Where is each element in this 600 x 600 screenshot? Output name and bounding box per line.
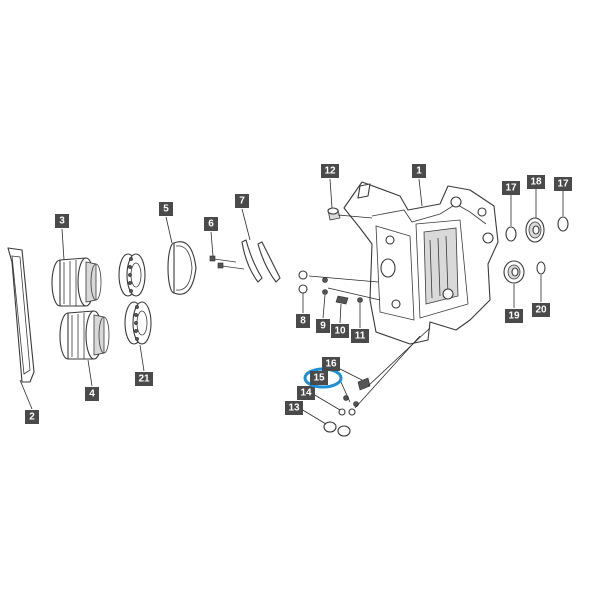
callout-label: 13 <box>288 403 300 414</box>
callout-11[interactable]: 11 <box>351 329 369 343</box>
cup-part-5 <box>167 241 197 295</box>
callout-label: 6 <box>208 219 214 230</box>
callout-label: 10 <box>334 326 346 337</box>
callout-label: 17 <box>557 179 569 190</box>
callout-label: 19 <box>508 311 520 322</box>
gasket-part-2 <box>7 247 35 383</box>
spring-part-10 <box>335 295 349 305</box>
callout-label: 20 <box>535 305 547 316</box>
plugs-part-13 <box>323 421 351 437</box>
leader-lines <box>19 178 564 425</box>
callout-label: 17 <box>505 183 517 194</box>
callout-6[interactable]: 6 <box>204 217 218 231</box>
callout-12[interactable]: 12 <box>321 164 339 178</box>
callout-17-right[interactable]: 17 <box>554 177 572 191</box>
callout-17-left[interactable]: 17 <box>502 181 520 195</box>
ring-part-20 <box>536 261 546 275</box>
callout-label: 1 <box>416 166 422 177</box>
needle-bearing-upper <box>118 253 146 297</box>
seal-part-19 <box>503 260 525 284</box>
washers-part-9 <box>322 277 328 295</box>
callout-5[interactable]: 5 <box>159 202 173 216</box>
ring-part-17-left <box>505 226 517 242</box>
callout-label: 12 <box>324 166 336 177</box>
callout-label: 16 <box>325 359 337 370</box>
callout-label: 14 <box>300 388 312 399</box>
callout-7[interactable]: 7 <box>235 194 249 208</box>
seal-part-18 <box>525 217 545 243</box>
callout-20[interactable]: 20 <box>532 303 550 317</box>
callout-4[interactable]: 4 <box>85 387 99 401</box>
needle-bearing-part-21 <box>124 301 152 345</box>
oring-part-15 <box>343 395 359 407</box>
callout-19[interactable]: 19 <box>505 309 523 323</box>
callout-2[interactable]: 2 <box>25 410 39 424</box>
callout-18[interactable]: 18 <box>527 175 545 189</box>
callout-label: 8 <box>300 316 306 327</box>
callout-13[interactable]: 13 <box>285 401 303 415</box>
washer-part-14 <box>338 408 356 416</box>
callout-label: 21 <box>138 374 150 385</box>
callout-1[interactable]: 1 <box>412 164 426 178</box>
callout-15-highlighted[interactable]: 15 <box>303 367 343 389</box>
spring-part-16 <box>357 377 371 391</box>
bolts-part-6 <box>209 255 245 270</box>
gearbox-housing-part-1 <box>343 181 499 345</box>
callout-21[interactable]: 21 <box>135 372 153 386</box>
callout-label: 18 <box>530 177 542 188</box>
plug-part-12 <box>327 207 341 221</box>
callout-label: 15 <box>313 373 325 384</box>
callout-14[interactable]: 14 <box>297 386 315 400</box>
callout-3[interactable]: 3 <box>55 214 69 228</box>
callout-8[interactable]: 8 <box>296 314 310 328</box>
roller-bearing-part-4 <box>59 310 110 360</box>
callout-9[interactable]: 9 <box>316 319 330 333</box>
callout-label: 9 <box>320 321 326 332</box>
callout-10[interactable]: 10 <box>331 324 349 338</box>
callout-label: 7 <box>239 196 245 207</box>
callout-label: 5 <box>163 204 169 215</box>
ring-part-17-right <box>557 216 569 232</box>
callout-label: 11 <box>355 331 366 342</box>
pin-part-11 <box>357 297 363 303</box>
callout-label: 4 <box>89 389 95 400</box>
callout-label: 2 <box>29 412 35 423</box>
callout-label: 3 <box>59 216 65 227</box>
half-shells-part-7 <box>241 239 281 283</box>
washers-part-8 <box>298 270 308 294</box>
roller-bearing-part-3 <box>51 257 102 307</box>
callout-16[interactable]: 16 <box>322 357 340 371</box>
